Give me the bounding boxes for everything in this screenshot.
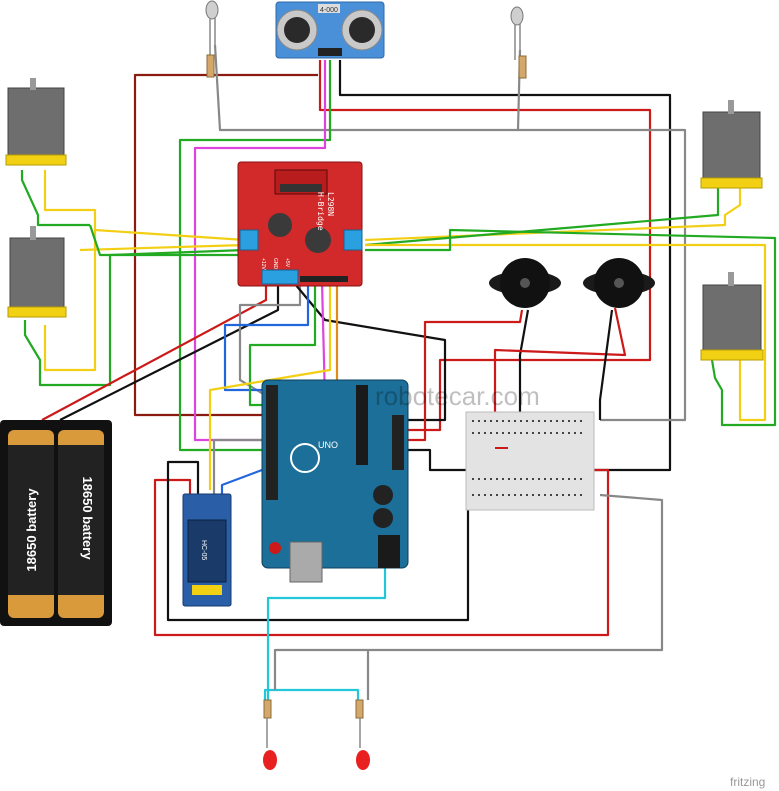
wire-yellow-left-out [94, 228, 246, 242]
ir-led-right [510, 6, 527, 79]
watermark: robotecar.com [375, 381, 540, 411]
driver-pin-gnd: GND [272, 258, 278, 270]
arduino-logo: UNO [318, 440, 338, 450]
motor-left-bottom [7, 226, 67, 318]
wire-green-left [20, 170, 90, 227]
ultrasonic-label: 4-000 [320, 7, 338, 14]
wire-gray-left-led [213, 44, 687, 422]
wire-yellow-right-top [364, 185, 742, 242]
motor-right-bottom [700, 272, 764, 361]
driver-pin-12v: +12V [260, 258, 266, 270]
wire-gray-driver [238, 285, 302, 396]
wire-cyan-led2 [263, 688, 360, 700]
wire-green-sensor [178, 60, 332, 452]
driver-pin-5v: +5V [284, 258, 290, 268]
ultrasonic-sensor: 4-000 [275, 1, 385, 59]
wire-red-top [318, 60, 652, 432]
motor-right-top [700, 100, 763, 189]
wire-green-left3 [88, 224, 245, 257]
wire-black-driver-2 [289, 277, 447, 422]
driver-label-l298n: L298N [326, 192, 335, 216]
wire-green-right-bot [365, 228, 777, 427]
motor-driver-l298n: L298N H-Bridge +12V GND +5V [237, 161, 363, 287]
wire-black-buzzer2 [598, 309, 614, 420]
battery-cell-label-2: 18650 battery [80, 476, 95, 560]
buzzer-right [583, 258, 655, 308]
wire-brown-main [133, 73, 318, 417]
wire-yellow-left-top [43, 170, 97, 372]
breadboard [465, 411, 595, 511]
battery-pack: 18650 battery 18650 battery [0, 420, 112, 626]
battery-cell-label-1: 18650 battery [24, 488, 39, 572]
wire-green-driver [248, 282, 317, 407]
bluetooth-module: HC-05 [182, 493, 232, 607]
wire-black-driver-battery [59, 278, 280, 421]
wire-black-top [338, 60, 672, 472]
arduino-uno: UNO [261, 379, 409, 583]
bluetooth-model: HC-05 [200, 540, 207, 560]
wire-red-bt [153, 468, 610, 637]
wire-gray-led [273, 493, 664, 690]
fritzing-credit: fritzing [730, 775, 765, 789]
red-led-left [263, 699, 277, 770]
driver-label-hbridge: H-Bridge [316, 192, 325, 231]
buzzer-left [489, 258, 561, 308]
wire-red-driver-battery [41, 278, 268, 421]
wires [20, 44, 777, 700]
motor-left-top [5, 78, 67, 166]
wire-green-right-top [364, 185, 720, 247]
wire-gray-bt [212, 438, 265, 495]
red-led-right [355, 699, 370, 770]
wire-yellow-left-out2 [79, 243, 246, 252]
ir-led-left [205, 0, 219, 78]
wire-yellow-right-bot [365, 243, 767, 422]
wire-blue-bt [220, 468, 263, 495]
wire-blue-driver [223, 282, 310, 392]
wire-red-buzzer1 [405, 309, 524, 442]
